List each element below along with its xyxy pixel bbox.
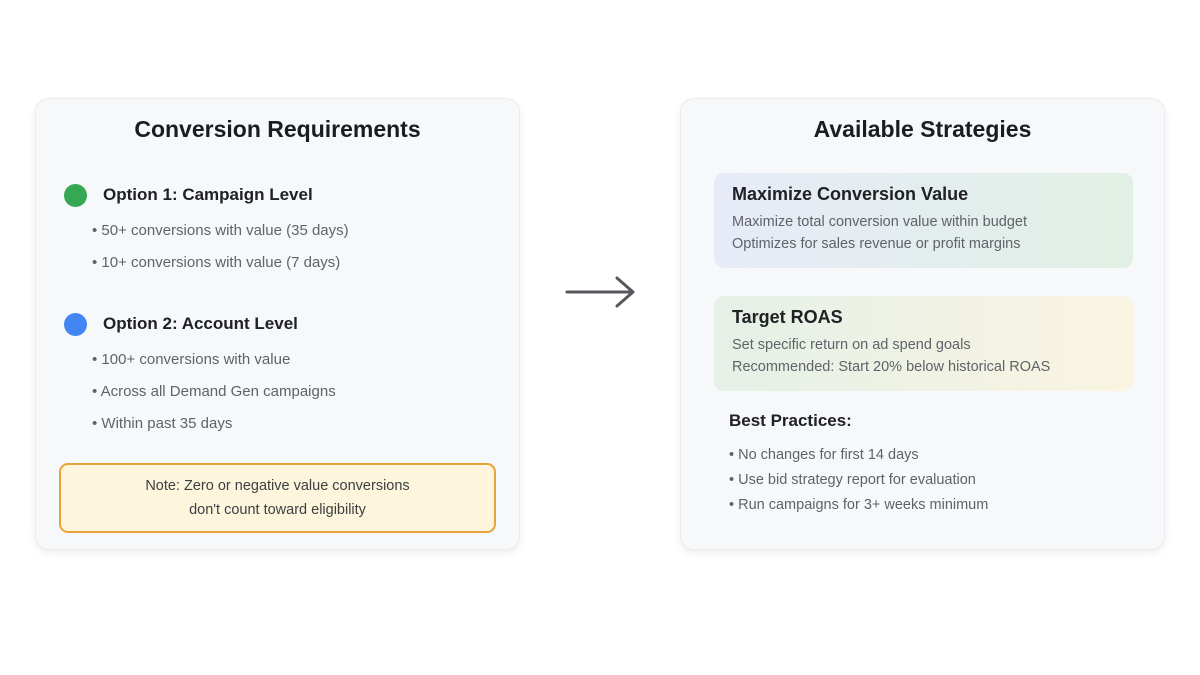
best-practices-title: Best Practices: — [729, 411, 852, 430]
strategy-description-line: Maximize total conversion value within b… — [732, 214, 1027, 230]
strategy-title: Target ROAS — [732, 307, 843, 327]
blue-circle-icon — [64, 312, 87, 336]
note-line-1: Note: Zero or negative value conversions — [145, 478, 410, 494]
option-1-title: Option 1: Campaign Level — [103, 185, 313, 204]
bullet-item: • 50+ conversions with value (35 days) — [92, 222, 349, 239]
arrow-right-icon — [560, 272, 650, 312]
note-line-2: don't count toward eligibility — [189, 502, 366, 518]
best-practices-bullet-list: • No changes for first 14 days • Use bid… — [729, 443, 988, 518]
option-2-bullet-list: • 100+ conversions with value • Across a… — [92, 344, 336, 440]
bullet-item: • 100+ conversions with value — [92, 351, 291, 368]
available-strategies-panel: Available Strategies Maximize Conversion… — [680, 98, 1165, 550]
panel-title-available-strategies: Available Strategies — [813, 116, 1032, 142]
bullet-item: • 10+ conversions with value (7 days) — [92, 254, 341, 271]
option-2-row: Option 2: Account Level — [64, 312, 298, 336]
conversion-requirements-panel: Conversion Requirements Option 1: Campai… — [35, 98, 520, 550]
bullet-item: • Use bid strategy report for evaluation — [729, 472, 976, 488]
green-circle-icon — [64, 183, 87, 207]
strategy-description-line: Recommended: Start 20% below historical … — [732, 359, 1051, 375]
strategy-description-line: Set specific return on ad spend goals — [732, 337, 971, 353]
option-2-title: Option 2: Account Level — [103, 314, 298, 333]
strategy-card-target-roas: Target ROAS Set specific return on ad sp… — [714, 296, 1133, 391]
bullet-item: • Within past 35 days — [92, 415, 233, 432]
panel-title-conversion-requirements: Conversion Requirements — [134, 116, 421, 142]
strategy-card-maximize-conversion-value: Maximize Conversion Value Maximize total… — [714, 173, 1133, 268]
note-box: Note: Zero or negative value conversions… — [59, 463, 496, 533]
option-1-row: Option 1: Campaign Level — [64, 183, 313, 207]
bullet-item: • Across all Demand Gen campaigns — [92, 383, 336, 400]
bullet-item: • Run campaigns for 3+ weeks minimum — [729, 497, 989, 513]
strategy-description-line: Optimizes for sales revenue or profit ma… — [732, 236, 1021, 252]
strategy-title: Maximize Conversion Value — [732, 184, 969, 204]
bullet-item: • No changes for first 14 days — [729, 447, 919, 463]
option-1-bullet-list: • 50+ conversions with value (35 days) •… — [92, 215, 349, 279]
